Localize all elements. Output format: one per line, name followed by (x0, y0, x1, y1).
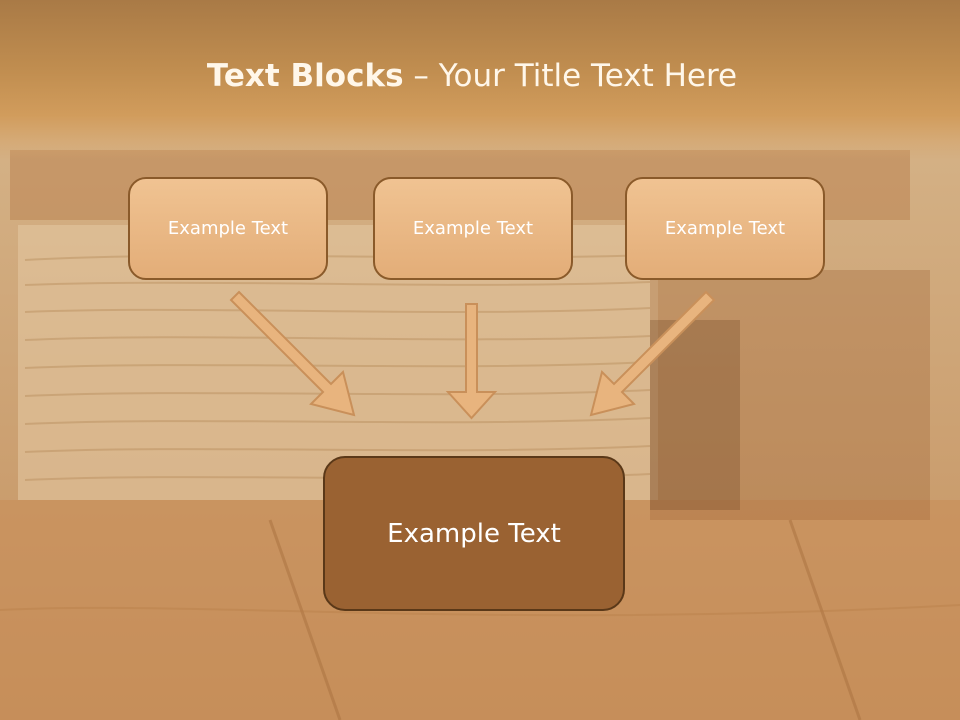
text-block-right[interactable]: Example Text (625, 177, 825, 280)
title-regular-part: – Your Title Text Here (403, 58, 738, 94)
text-block-left[interactable]: Example Text (128, 177, 328, 280)
title-bold-part: Text Blocks (206, 58, 404, 94)
slide-title: Text Blocks – Your Title Text Here (0, 52, 944, 100)
arrow-left (229, 290, 356, 417)
title-band (0, 0, 960, 160)
text-block-center[interactable]: Example Text (373, 177, 573, 280)
arrow-center (445, 303, 498, 420)
arrow-right (589, 290, 716, 417)
text-block-bottom[interactable]: Example Text (323, 456, 625, 611)
